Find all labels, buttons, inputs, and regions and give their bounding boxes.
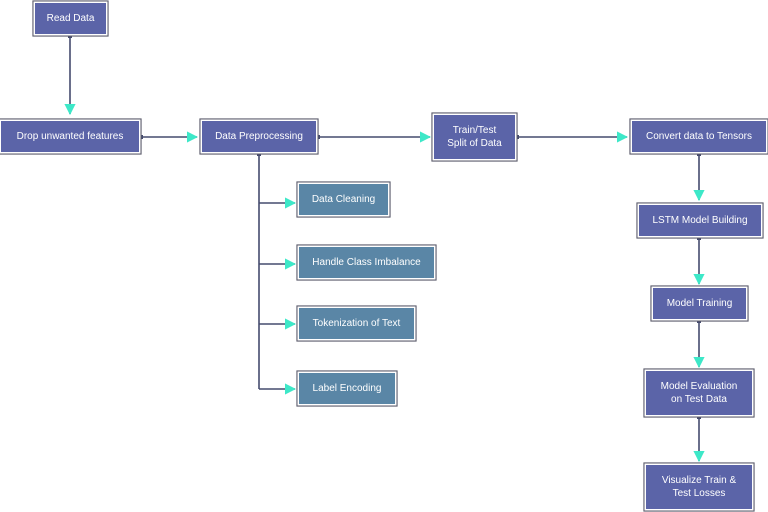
node-model-training: Model Training [653,288,746,319]
node-label: Model Evaluation on Test Data [660,381,738,405]
node-train-test-split: Train/Test Split of Data [434,115,515,159]
node-label: Drop unwanted features [16,131,124,142]
node-label: Label Encoding [312,383,382,394]
node-lstm-model-building: LSTM Model Building [639,205,761,236]
node-label: Train/Test Split of Data [447,125,502,149]
node-handle-class-imbalance: Handle Class Imbalance [299,247,434,278]
node-visualize-losses: Visualize Train & Test Losses [646,465,752,509]
connector-dot [697,415,701,419]
node-label: Visualize Train & Test Losses [661,475,737,499]
node-drop-unwanted-features: Drop unwanted features [1,121,139,152]
connector-dot [139,135,143,139]
node-label: Convert data to Tensors [646,131,752,142]
connector-dot [697,319,701,323]
node-data-preprocessing: Data Preprocessing [202,121,316,152]
connector-dot [316,135,320,139]
connector-dot [68,34,72,38]
connector-dot [515,135,519,139]
node-label: Data Cleaning [311,194,376,205]
node-label: Handle Class Imbalance [312,257,421,268]
connector-dot [697,152,701,156]
node-label: Read Data [46,13,95,24]
node-label-encoding: Label Encoding [299,373,395,404]
node-data-cleaning: Data Cleaning [299,184,388,215]
node-label: Tokenization of Text [312,318,401,329]
node-label: LSTM Model Building [652,215,748,226]
node-read-data: Read Data [35,3,106,34]
node-convert-to-tensors: Convert data to Tensors [632,121,766,152]
node-label: Model Training [666,298,733,309]
connector-dot [257,152,261,156]
node-model-evaluation: Model Evaluation on Test Data [646,371,752,415]
connector-dot [697,236,701,240]
node-label: Data Preprocessing [215,131,303,142]
node-tokenization: Tokenization of Text [299,308,414,339]
